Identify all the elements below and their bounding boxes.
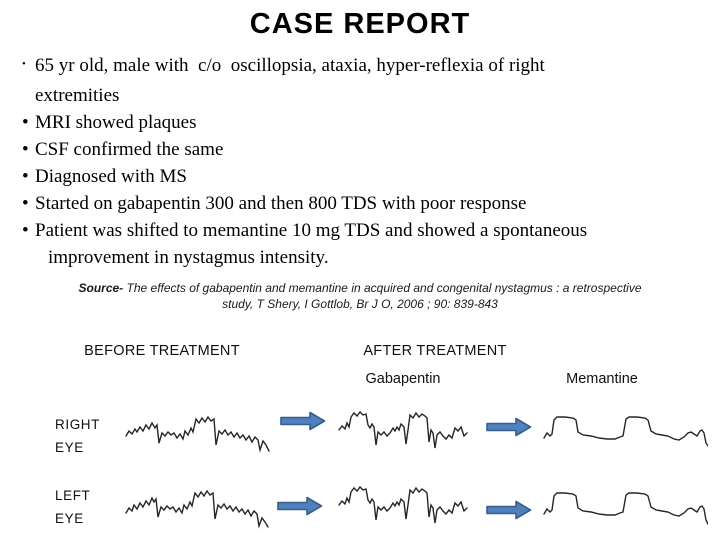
left-eye-gabapentin-trace xyxy=(338,485,468,524)
bullet-text: improvement in nystagmus intensity. xyxy=(48,247,329,268)
before-treatment-label: BEFORE TREATMENT xyxy=(84,343,240,359)
bullet-line: • CSF confirmed the same xyxy=(20,136,710,163)
source-line-1: Source- The effects of gabapentin and me… xyxy=(0,281,720,297)
bullet-text: MRI showed plaques xyxy=(35,112,197,133)
right-eye-label-line1: RIGHT xyxy=(55,417,100,432)
bullet-text: Diagnosed with MS xyxy=(35,166,187,187)
right-eye-label: RIGHT EYE xyxy=(55,413,100,459)
bullet-list: • 65 yr old, male with c/o oscillopsia, … xyxy=(20,52,710,271)
bullet-line: • 65 yr old, male with c/o oscillopsia, … xyxy=(20,52,710,82)
after-treatment-label: AFTER TREATMENT xyxy=(363,343,507,359)
bullet-text: 65 yr old, male with c/o oscillopsia, at… xyxy=(35,55,545,76)
right-eye-gabapentin-trace xyxy=(338,410,468,449)
bullet-marker: • xyxy=(22,193,29,214)
right-arrow-icon xyxy=(280,411,326,431)
right-arrow-icon xyxy=(277,496,323,516)
right-eye-label-line2: EYE xyxy=(55,440,84,455)
bullet-line: • Started on gabapentin 300 and then 800… xyxy=(20,190,710,217)
source-prefix: Source- xyxy=(78,281,124,295)
bullet-marker: • xyxy=(22,58,26,70)
source-line-2: study, T Shery, I Gottlob, Br J O, 2006 … xyxy=(222,296,498,311)
bullet-marker: • xyxy=(22,139,29,160)
right-arrow-icon xyxy=(486,500,532,520)
gabapentin-label: Gabapentin xyxy=(365,371,441,387)
right-arrow-icon xyxy=(486,417,532,437)
right-eye-before-trace xyxy=(125,415,270,453)
bullet-text: Patient was shifted to memantine 10 mg T… xyxy=(35,220,588,241)
left-eye-before-trace xyxy=(125,489,269,529)
memantine-label: Memantine xyxy=(566,371,638,387)
bullet-line: improvement in nystagmus intensity. xyxy=(20,244,710,271)
bullet-line: • MRI showed plaques xyxy=(20,109,710,136)
page-title: CASE REPORT xyxy=(249,8,471,40)
source-line-1-text: The effects of gabapentin and memantine … xyxy=(123,281,642,295)
bullet-text: extremities xyxy=(35,85,120,106)
left-eye-label-line2: EYE xyxy=(55,511,84,526)
bullet-marker: • xyxy=(22,220,29,241)
source-citation: Source- The effects of gabapentin and me… xyxy=(0,281,720,312)
bullet-text: Started on gabapentin 300 and then 800 T… xyxy=(35,193,527,214)
bullet-marker: • xyxy=(22,112,29,133)
left-eye-memantine-trace xyxy=(543,492,708,525)
right-eye-memantine-trace xyxy=(543,416,708,447)
bullet-text: CSF confirmed the same xyxy=(35,139,224,160)
left-eye-label-line1: LEFT xyxy=(55,488,91,503)
bullet-line: • Diagnosed with MS xyxy=(20,163,710,190)
left-eye-label: LEFT EYE xyxy=(55,484,90,530)
bullet-marker: • xyxy=(22,166,29,187)
bullet-line: extremities xyxy=(20,82,710,109)
bullet-line: • Patient was shifted to memantine 10 mg… xyxy=(20,217,710,244)
